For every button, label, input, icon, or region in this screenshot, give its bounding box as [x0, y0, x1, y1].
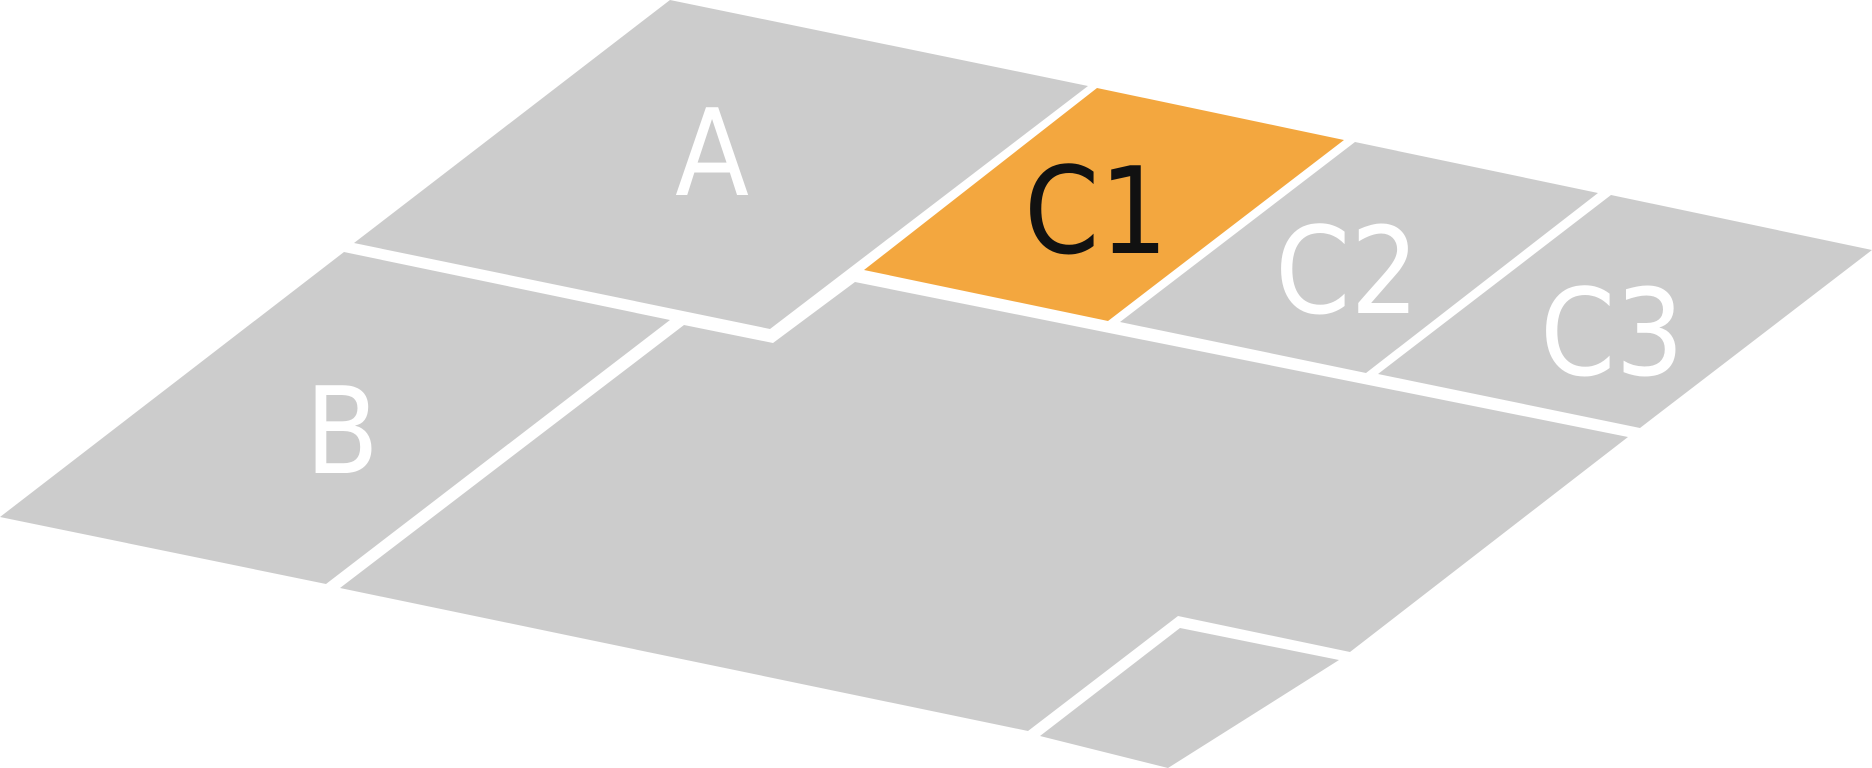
zone-c2-label: C2 — [1275, 203, 1419, 342]
zone-a[interactable] — [354, 0, 1088, 329]
zone-large-lower[interactable] — [340, 282, 1628, 731]
zone-b-label: B — [305, 363, 379, 502]
zone-c1[interactable] — [864, 88, 1344, 321]
zone-c1-label: C1 — [1024, 143, 1168, 282]
zone-c3-label: C3 — [1540, 265, 1684, 404]
zone-c3[interactable] — [1378, 195, 1872, 428]
zone-a-label: A — [675, 85, 749, 224]
zone-b[interactable] — [0, 252, 670, 584]
zone-c2[interactable] — [1120, 142, 1598, 373]
zone-small-bottom[interactable] — [1040, 628, 1339, 768]
